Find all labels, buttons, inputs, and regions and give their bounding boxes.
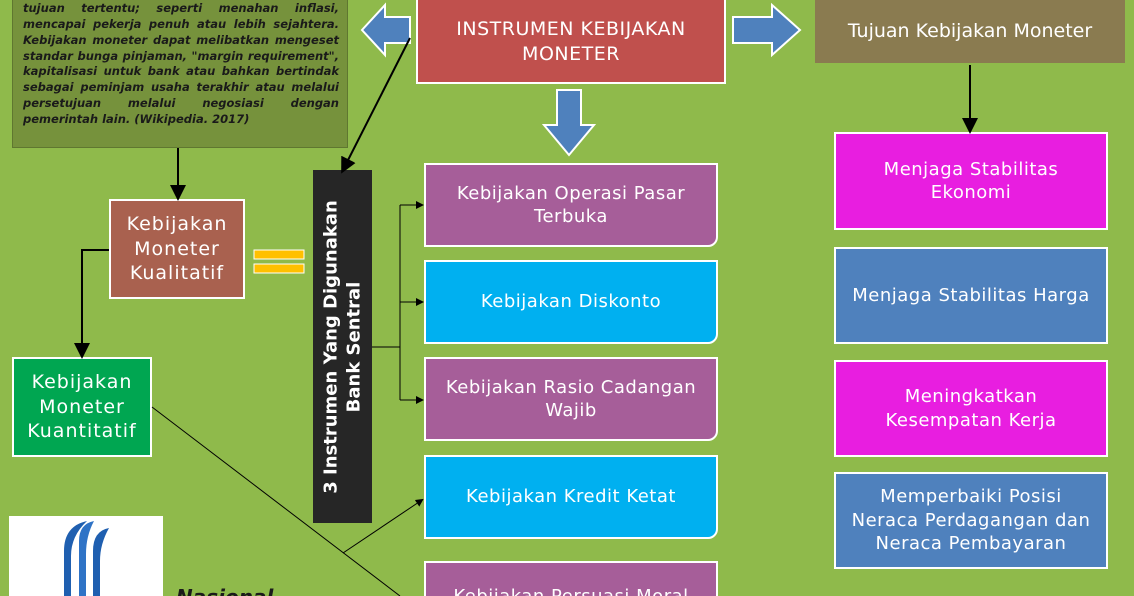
instrumen-item-label: Kebijakan Persuasi Moral <box>453 585 688 596</box>
tujuan-item-neraca: Memperbaiki Posisi Neraca Perdagangan da… <box>834 472 1108 569</box>
tujuan-item-label: Meningkatkan Kesempatan Kerja <box>885 386 1057 431</box>
logo-box <box>9 516 163 596</box>
definition-text-block: tujuan tertentu; seperti menahan inflasi… <box>12 0 348 148</box>
kuantitatif-box: Kebijakan Moneter Kuantitatif <box>12 357 152 457</box>
main-title: INSTRUMEN KEBIJAKAN MONETER <box>456 18 686 65</box>
instrumen-item-kredit-ketat: Kebijakan Kredit Ketat <box>424 455 718 539</box>
instrumen-item-diskonto: Kebijakan Diskonto <box>424 260 718 344</box>
kuantitatif-label: Kebijakan Moneter Kuantitatif <box>27 370 137 443</box>
blue-arrow-left-icon <box>360 2 411 58</box>
tujuan-item-stabilitas-harga: Menjaga Stabilitas Harga <box>834 247 1108 344</box>
instrumen-vertical-label: 3 Instrumen Yang Digunakan Bank Sentral <box>320 199 365 494</box>
instrumen-item-label: Kebijakan Rasio Cadangan Wajib <box>445 376 697 421</box>
kualitatif-box: Kebijakan Moneter Kualitatif <box>109 199 245 299</box>
instrumen-item-label: Kebijakan Diskonto <box>480 291 662 313</box>
instrumen-item-label: Kebijakan Kredit Ketat <box>466 486 676 508</box>
blue-arrow-down-icon <box>541 89 597 157</box>
instrumen-item-label: Kebijakan Operasi Pasar Terbuka <box>456 182 686 227</box>
tujuan-item-kesempatan-kerja: Meningkatkan Kesempatan Kerja <box>834 360 1108 457</box>
logo-caption: Nasional <box>176 585 273 596</box>
instrumen-item-rasio-cadangan: Kebijakan Rasio Cadangan Wajib <box>424 357 718 441</box>
tujuan-header-box: Tujuan Kebijakan Moneter <box>815 0 1125 63</box>
instrumen-vertical-box: 3 Instrumen Yang Digunakan Bank Sentral <box>313 170 372 523</box>
university-logo-icon <box>64 521 109 596</box>
main-title-box: INSTRUMEN KEBIJAKAN MONETER <box>416 0 726 84</box>
tujuan-item-label: Menjaga Stabilitas Ekonomi <box>883 158 1059 203</box>
kualitatif-label: Kebijakan Moneter Kualitatif <box>126 212 228 285</box>
equal-sign-icon <box>253 249 305 260</box>
blue-arrow-right-icon <box>732 2 802 58</box>
tujuan-item-stabilitas-ekonomi: Menjaga Stabilitas Ekonomi <box>834 132 1108 230</box>
tujuan-item-label: Memperbaiki Posisi Neraca Perdagangan da… <box>851 486 1091 555</box>
instrumen-item-operasi-pasar: Kebijakan Operasi Pasar Terbuka <box>424 163 718 247</box>
instrumen-item-persuasi-moral: Kebijakan Persuasi Moral <box>424 561 718 596</box>
tujuan-item-label: Menjaga Stabilitas Harga <box>852 284 1090 306</box>
tujuan-header-label: Tujuan Kebijakan Moneter <box>847 20 1093 43</box>
